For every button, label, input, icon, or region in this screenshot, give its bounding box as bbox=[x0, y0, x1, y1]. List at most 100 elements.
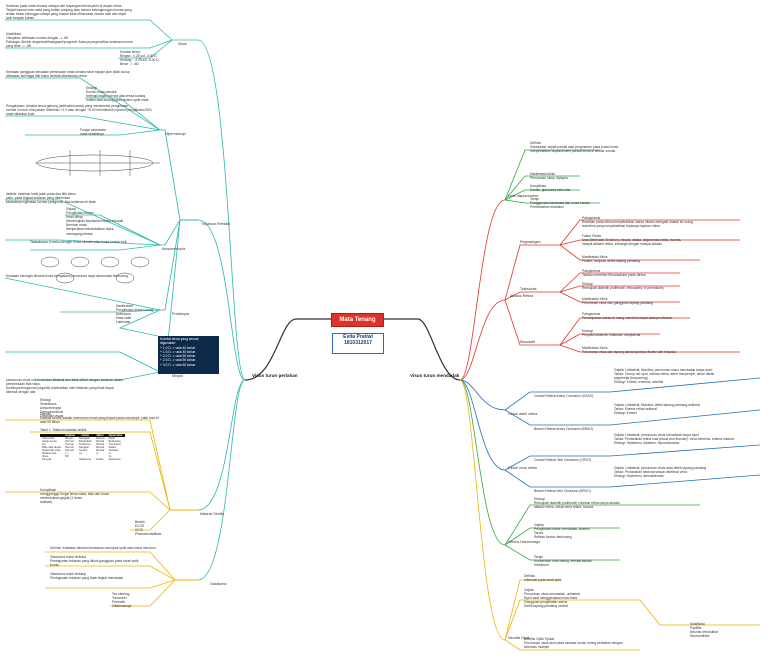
table-cell: 1/~ bbox=[108, 455, 113, 458]
table-cell: Normal bbox=[95, 446, 105, 449]
lens-therapy: Terapi Penggunaan kacamata dan lensa kon… bbox=[530, 197, 590, 210]
ambliopia-etiology: Etiologi Strabismus Anisometropia Depriv… bbox=[40, 398, 64, 419]
author-box: Evita Pratiwi 1810312017 bbox=[332, 333, 384, 354]
anisometropia-figure-caption: Fungsi cakrawala mata sebaliknya bbox=[80, 128, 106, 137]
topic-visus[interactable]: Visus bbox=[178, 42, 187, 46]
table-cell: Dalam bbox=[108, 446, 117, 449]
table-cell: Glaukoma bbox=[79, 458, 91, 461]
topic-lens-displacement[interactable]: Lens displacement bbox=[508, 194, 538, 198]
table-cell: Normal bbox=[95, 440, 105, 443]
crvo-label[interactable]: Central Retinal Vein Occlusion (CRVO) bbox=[534, 458, 592, 462]
table-cell: Visus bbox=[42, 455, 49, 458]
table-cell: Dangkal bbox=[79, 446, 89, 449]
topic-vitreus-haemorrage[interactable]: Vitreus Haemorrage bbox=[508, 540, 541, 544]
table-cell: Penyulit bbox=[42, 458, 52, 461]
lens-manifestation: Manifestasi klinis Penurunan visus, dipl… bbox=[530, 172, 568, 181]
topic-oklusi-vena[interactable]: Oklusi vena retina bbox=[508, 466, 537, 470]
author-id: 1810312017 bbox=[344, 340, 372, 346]
eksudatif-pathogenesis: Patogenesis Penumpukan cairan di ruang s… bbox=[582, 312, 673, 321]
visus-definition: Kesehan pada mata dimana cahaya dan baya… bbox=[6, 4, 132, 21]
topic-traksional[interactable]: Traksional bbox=[520, 287, 537, 291]
central-title: Mata Tenang bbox=[339, 317, 376, 323]
topic-miopia[interactable]: Miopia bbox=[172, 374, 183, 378]
table-cell: Tremulans bbox=[108, 443, 121, 446]
neuritis-definition: Definisi Inflamasi pada saraf optik bbox=[524, 574, 562, 583]
brvo-label[interactable]: Branch Retinal Vein Occlusion (BRVO) bbox=[534, 489, 591, 493]
table-cell: Normal bbox=[95, 443, 105, 446]
table-cell: Ringan bbox=[65, 437, 74, 440]
presbiopia-symptoms: Manifestasi: Penglihatan dekat kurang As… bbox=[116, 304, 154, 325]
miopia-symptoms: Gejala Penglihatan buram Head tilting Me… bbox=[66, 207, 124, 236]
katarak-surgery: Bedah ECCE ICCE Phacoemulsifikasi bbox=[135, 520, 162, 537]
topic-regmatogen[interactable]: Regmatogen bbox=[520, 240, 541, 244]
crao-details: Gejala: Unilateral, tiba-tiba, penurunan… bbox=[614, 368, 715, 385]
table-cell: Iris bbox=[42, 443, 46, 446]
presbiopia-correction-box: Koreksi lensa yang sesuai digunakan: + 1… bbox=[158, 336, 219, 374]
table-header-cell bbox=[40, 434, 64, 437]
table-cell: Masif bbox=[108, 437, 115, 440]
table-cell: - bbox=[65, 458, 67, 461]
vitreus-therapy: Terapi Konservatif: tirah baring, elevas… bbox=[534, 555, 592, 568]
table-header-cell: Imatur bbox=[77, 434, 94, 437]
topic-hipermetropi[interactable]: Hipermetropi bbox=[165, 132, 186, 136]
table-cell: Normal bbox=[65, 440, 74, 443]
topic-presbiopia[interactable]: Presbiopia bbox=[172, 312, 189, 316]
table-cell: 6/6 bbox=[65, 455, 69, 458]
topic-glaukoma[interactable]: Glaukoma bbox=[210, 582, 227, 586]
eye-ray-diagram bbox=[35, 150, 160, 176]
right-branch-label[interactable]: Visus turun mendadak bbox=[410, 373, 460, 378]
table-cell: Normal bbox=[65, 443, 74, 446]
table-cell: Berkurang bbox=[108, 440, 121, 443]
central-topic[interactable]: Mata Tenang bbox=[331, 313, 384, 327]
miopia-management: Tatalaksana: Koreksi dengan lensa silind… bbox=[30, 240, 127, 244]
lens-diagram bbox=[40, 256, 150, 284]
topic-katarak[interactable]: Katarak Senilis bbox=[200, 512, 224, 516]
regmatogen-manifestation: Manifestasi Klinis Floater, fotopsia, de… bbox=[582, 255, 640, 264]
table-cell: Terdorong bbox=[79, 443, 91, 446]
left-branch-label[interactable]: Visus turun perlahan bbox=[252, 373, 298, 378]
table-cell: Normal bbox=[65, 449, 74, 452]
topic-oklusi-arteri[interactable]: Oklusi arteri retina bbox=[508, 412, 538, 416]
table-cell: Glaukoma bbox=[108, 458, 121, 461]
table-cell: (-) bbox=[95, 452, 99, 455]
katarak-table-title: Tabel 1. Stadium katarak senilis bbox=[40, 428, 87, 432]
eksudatif-etiology: Etiologi Penyakit sistemik, inflamasi, n… bbox=[582, 329, 641, 338]
crvo-details: Gejala: Unilateral, penurunan visus mend… bbox=[614, 433, 734, 446]
crao-label[interactable]: Central Retinal Artery Occlusion (CRAO) bbox=[534, 394, 594, 398]
vitreus-etiology: Etiologi Retinopati diabetik proliferati… bbox=[534, 497, 621, 510]
table-cell: Sempit bbox=[79, 449, 88, 452]
hipermetropi-etiology: Etiologi Sumbu mata pendek Kelengkungan … bbox=[86, 86, 149, 103]
traksional-manifestation: Manifestasi Klinis Penurunan visus dan g… bbox=[582, 297, 654, 306]
table-cell: Sebagian bbox=[79, 437, 90, 440]
neuritis-classification: Klasifikasi Papilitis Neuritis retrobulb… bbox=[690, 622, 719, 639]
visus-classification: Klasifikasi: Okluptida: ketebaan kornea … bbox=[6, 32, 133, 49]
table-cell: Cairan lensa bbox=[42, 440, 57, 443]
table-header-cell: Matur bbox=[93, 434, 107, 437]
table-cell: (+) bbox=[79, 452, 83, 455]
topic-ablasio-retina[interactable]: Ablasio Retina bbox=[510, 294, 534, 298]
brvo-details: Gejala: Unilateral, penurunan visus atau… bbox=[614, 466, 707, 479]
topic-eksudatif[interactable]: Eksudatif bbox=[520, 340, 535, 344]
table-cell: (-) bbox=[65, 452, 68, 455]
neuritis-typical: Neuritis Optik Tipikal Penurunan visus a… bbox=[524, 637, 623, 650]
table-row: Visus 6/6 1/~ bbox=[40, 455, 125, 458]
topic-anisometropia[interactable]: Anisometropia bbox=[162, 247, 185, 251]
traksional-etiology: Etiologi Retinopati diabetik proliferati… bbox=[582, 282, 664, 291]
topic-neuritis-optik[interactable]: Neuritis Optik bbox=[508, 636, 530, 640]
table-row: Shadow test(-)(+)(-)+/- bbox=[40, 452, 125, 455]
miopia-definition: definisi: kelainan letak jatuh pada dua … bbox=[6, 192, 96, 205]
table-cell: Bertambah bbox=[79, 440, 92, 443]
brao-label[interactable]: Branch Retinal Artery Occlusion (BRAO) bbox=[534, 427, 593, 431]
table-header-cell: Insipien bbox=[63, 434, 77, 437]
table-cell: Normal bbox=[95, 449, 105, 452]
traksional-pathogenesis: Patogenesis Tarikan membran fibrovaskula… bbox=[582, 269, 646, 278]
topic-kelainan-refraksi[interactable]: Kelainan Refraksi bbox=[202, 222, 231, 226]
